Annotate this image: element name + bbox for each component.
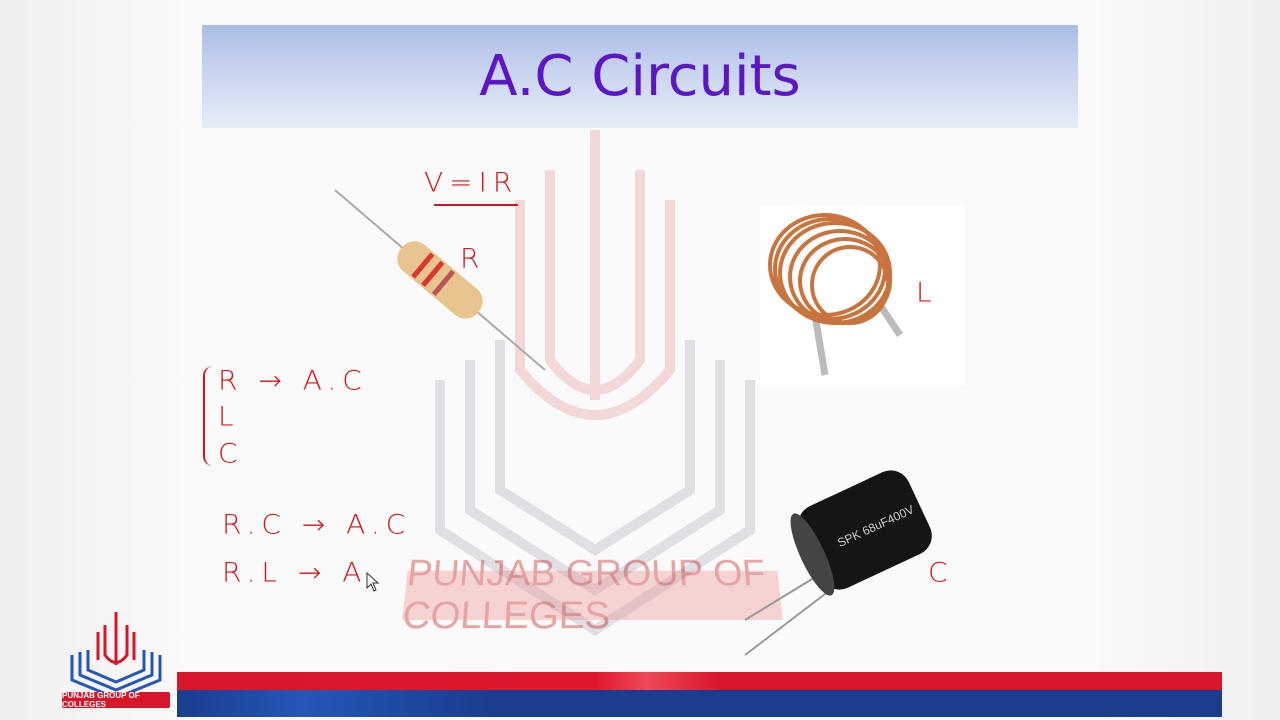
watermark-logo	[435, 130, 755, 636]
resistor-label: R	[460, 242, 486, 275]
formula-underline	[434, 204, 518, 206]
bracket	[203, 366, 215, 466]
inductor-image	[760, 205, 965, 385]
slide-title: A.C Circuits	[479, 44, 801, 109]
list-item-c: C	[218, 437, 244, 470]
combo-rc: R.C → A.C	[222, 508, 412, 541]
footer-red-bar	[177, 672, 1222, 690]
combo-rl: R.L → A.	[222, 556, 382, 589]
inductor-label: L	[916, 276, 938, 309]
list-item-r: R → A.C	[218, 364, 368, 397]
watermark-text: PUNJAB GROUP OF COLLEGES	[400, 554, 783, 637]
capacitor-image: SPK 68uF400V	[744, 470, 932, 656]
title-bar: A.C Circuits	[202, 25, 1078, 128]
footer-blue-bar	[177, 690, 1222, 717]
logo-label: PUNJAB GROUP OF COLLEGES	[62, 691, 170, 709]
formula-v-ir: V=IR	[424, 166, 519, 199]
capacitor-label: C	[928, 556, 954, 589]
mouse-cursor-icon	[366, 572, 380, 592]
list-item-l: L	[218, 400, 240, 433]
resistor-image	[334, 189, 546, 371]
